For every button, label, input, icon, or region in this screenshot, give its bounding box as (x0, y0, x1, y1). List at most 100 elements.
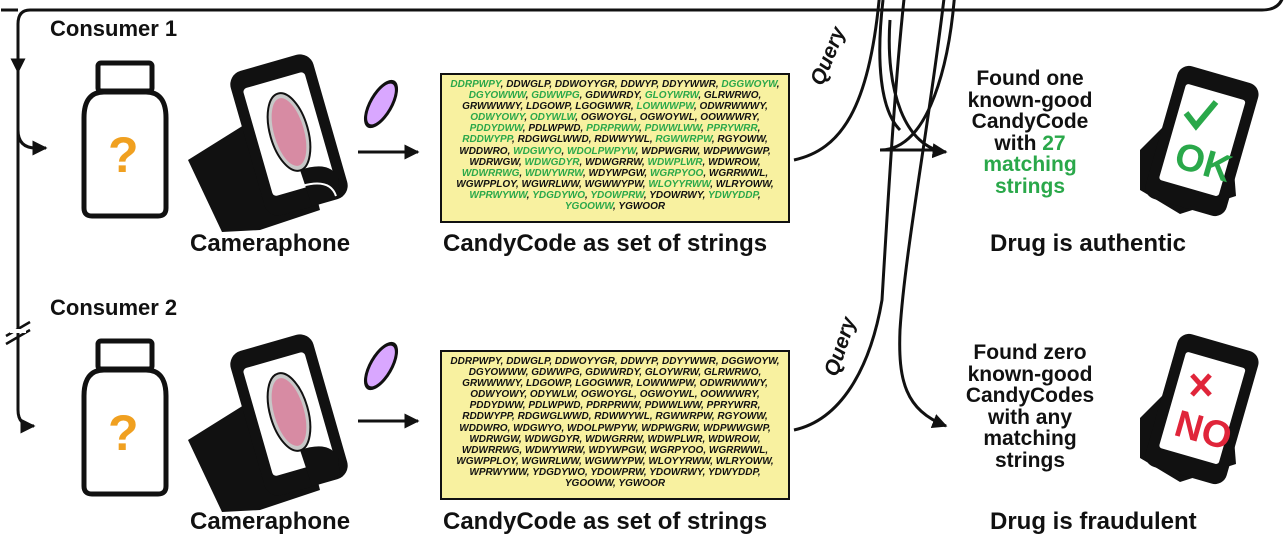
outcome-2-line-5: matching (983, 427, 1077, 450)
candycode-string: GLOYWRW (644, 90, 699, 102)
candycode-string: DDWYP (620, 356, 657, 367)
string-separator: , (698, 367, 704, 379)
string-separator: , (519, 167, 525, 179)
candycode-string: PDWWLWW (644, 123, 702, 135)
candycode-string: WDYWPGW (588, 167, 645, 179)
string-separator: , (630, 378, 637, 390)
query-curve-1 (793, 0, 881, 162)
candycode-string: WLRYOWW (715, 455, 771, 467)
string-separator: , (656, 79, 662, 90)
candycode-string: DDWOYYGR (554, 356, 615, 367)
consumer-1-label: Consumer 1 (50, 16, 178, 41)
string-separator: , (765, 378, 768, 390)
candycode-string: WDWPLWR (647, 156, 703, 168)
candycode-string: WDWYWRW (524, 444, 583, 456)
candycode-string: WDOLPWPYW (567, 422, 636, 434)
candycode-string: PDWWLWW (644, 400, 702, 412)
candycode-string: GLOYWRW (644, 367, 699, 379)
string-separator: , (656, 356, 662, 367)
candycode-string: WDPWGRW (641, 145, 698, 157)
candycode-string: GDWWPG (531, 367, 580, 379)
candycode-string: ODYWLW (529, 389, 576, 401)
string-separator: , (698, 90, 704, 102)
candycode-string: WDGWYO (513, 145, 562, 157)
candycode-string: GDWWRDY (585, 367, 640, 379)
candycode-string: RGWWRPW (655, 411, 712, 423)
outcome-1-line-6: strings (994, 174, 1065, 198)
string-separator: , (579, 433, 586, 445)
string-separator: , (765, 167, 769, 179)
string-separator: , (694, 112, 701, 124)
candycode-string: PPRYWRR (706, 400, 758, 412)
match-count: 27 (1042, 131, 1066, 155)
candycode-string: WDYWPGW (588, 444, 645, 456)
fraudulent-phone-icon: NO (1140, 333, 1259, 485)
candycode-string: WGWPPLOY (456, 178, 516, 190)
string-separator: , (512, 134, 518, 146)
candycode-string: WLRYOWW (715, 178, 771, 190)
string-separator: , (757, 433, 761, 445)
string-separator: , (518, 433, 525, 445)
candycode-string: PDDYDWW (469, 400, 523, 412)
candycode-string: WDWGDYR (524, 156, 580, 168)
string-separator: , (639, 90, 645, 102)
candycode-string: RGWWRPW (655, 134, 712, 146)
cameraphone-hand-2-icon (188, 334, 399, 512)
candycode-string: WGWWYPW (584, 455, 643, 467)
string-separator: , (702, 156, 709, 168)
string-separator: , (507, 145, 514, 157)
string-separator: , (569, 378, 576, 390)
outcome-1-text: Found one known-good CandyCode with 27 m… (950, 68, 1110, 197)
string-separator: , (522, 123, 529, 135)
outcome-2-text: Found zero known-good CandyCodes with an… (950, 342, 1110, 471)
cameraphone-caption-1: Cameraphone (190, 230, 351, 257)
candycode-string: WDRWGW (469, 433, 519, 445)
string-separator: , (757, 189, 761, 201)
string-separator: , (758, 367, 762, 379)
candycode-string: PDRPRWW (586, 400, 640, 412)
candycode-string: YDOWPRW (590, 466, 644, 478)
candycode-string: GLRWRWO (703, 90, 759, 102)
authentic-phone-icon: OK (1140, 65, 1259, 217)
string-separator: , (584, 189, 591, 201)
candycode-string: WDPWWGWP (703, 422, 768, 434)
string-separator: , (644, 444, 650, 456)
db-arrow-2 (898, 0, 948, 429)
candycode-string: DDRPWPY (450, 79, 501, 90)
candycode-string: OGWOYWL (639, 389, 695, 401)
string-separator: , (579, 90, 586, 102)
candycode-string: RGYOWW (717, 134, 765, 146)
string-separator: , (524, 389, 530, 401)
string-separator: , (584, 466, 591, 478)
candycode-string: WDWYWRW (524, 167, 583, 179)
string-separator: , (776, 79, 780, 90)
outcome-1-with: with (994, 131, 1043, 155)
string-separator: , (630, 101, 637, 113)
outcome-1-line-5: matching (983, 153, 1077, 176)
string-separator: , (757, 123, 761, 135)
candycode-string: WDWRRWG (461, 444, 520, 456)
string-separator: , (614, 79, 621, 90)
candycode-string: WDPWGRW (641, 422, 698, 434)
candycode-string: LOWWWPW (636, 378, 694, 390)
question-mark-1: ? (108, 127, 139, 183)
string-separator: , (702, 466, 708, 478)
candycode-string: PDRPRWW (586, 123, 640, 135)
string-separator: , (639, 367, 645, 379)
candycode-string: DDWGLP (506, 356, 550, 367)
candycode-caption-2: CandyCode as set of strings (443, 508, 768, 535)
string-separator: , (767, 145, 771, 157)
pill-bottle-2-icon (81, 338, 169, 497)
outcome-2-line-6: strings (994, 448, 1065, 472)
string-separator: , (702, 433, 709, 445)
outcome-1-line-3: CandyCode (971, 110, 1089, 133)
string-separator: , (701, 400, 707, 412)
string-separator: , (644, 167, 650, 179)
candycode-string: LGOGWWR (575, 101, 631, 113)
candycode-string: DDYYWWR (661, 356, 716, 367)
string-separator: , (765, 444, 769, 456)
candycode-string: WGRPYOO (649, 167, 704, 179)
candycode-string: GRWWWWY (462, 101, 521, 113)
candycode-string: RDDWYPP (462, 411, 513, 423)
string-separator: , (613, 478, 619, 490)
